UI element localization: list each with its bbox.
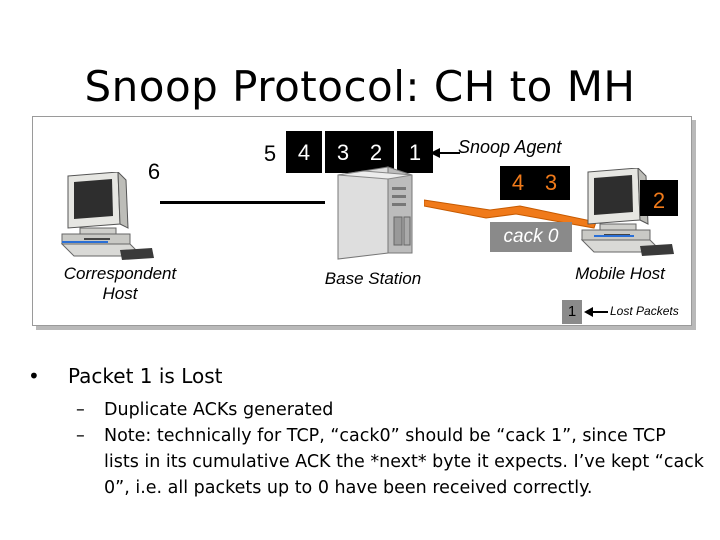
- snoop-agent-label: Snoop Agent: [458, 137, 561, 158]
- correspondent-host-label: Correspondent Host: [40, 264, 200, 304]
- wired-link: [160, 201, 325, 204]
- slide-title: Snoop Protocol: CH to MH: [0, 62, 720, 111]
- lost-packet-1: 1: [562, 300, 582, 324]
- snoop-agent-arrow: [430, 146, 460, 160]
- wireless-packet-3: 3: [535, 166, 567, 200]
- wireless-packet-4: 4: [502, 166, 534, 200]
- bullet-dot: •: [28, 364, 40, 388]
- lost-packets-label: Lost Packets: [610, 304, 679, 318]
- base-station-icon: [328, 165, 420, 260]
- sub-bullet-duplicate-acks: Duplicate ACKs generated: [104, 397, 333, 423]
- cack-ack: cack 0: [490, 222, 572, 252]
- sub-bullet-dash-2: –: [76, 423, 85, 449]
- sub-bullet-dash-1: –: [76, 397, 85, 423]
- mh-packet-2: 2: [640, 180, 678, 216]
- ch-packet-6: 6: [134, 152, 174, 192]
- lost-packet-arrow: [584, 306, 608, 318]
- bullet-packet-lost: Packet 1 is Lost: [68, 364, 223, 388]
- bs-packet-4: 4: [286, 131, 322, 173]
- sub-bullet-note: Note: technically for TCP, “cack0” shoul…: [104, 423, 704, 501]
- base-station-label: Base Station: [300, 269, 446, 289]
- bs-packet-5: 5: [252, 135, 288, 173]
- mobile-host-label: Mobile Host: [555, 264, 685, 284]
